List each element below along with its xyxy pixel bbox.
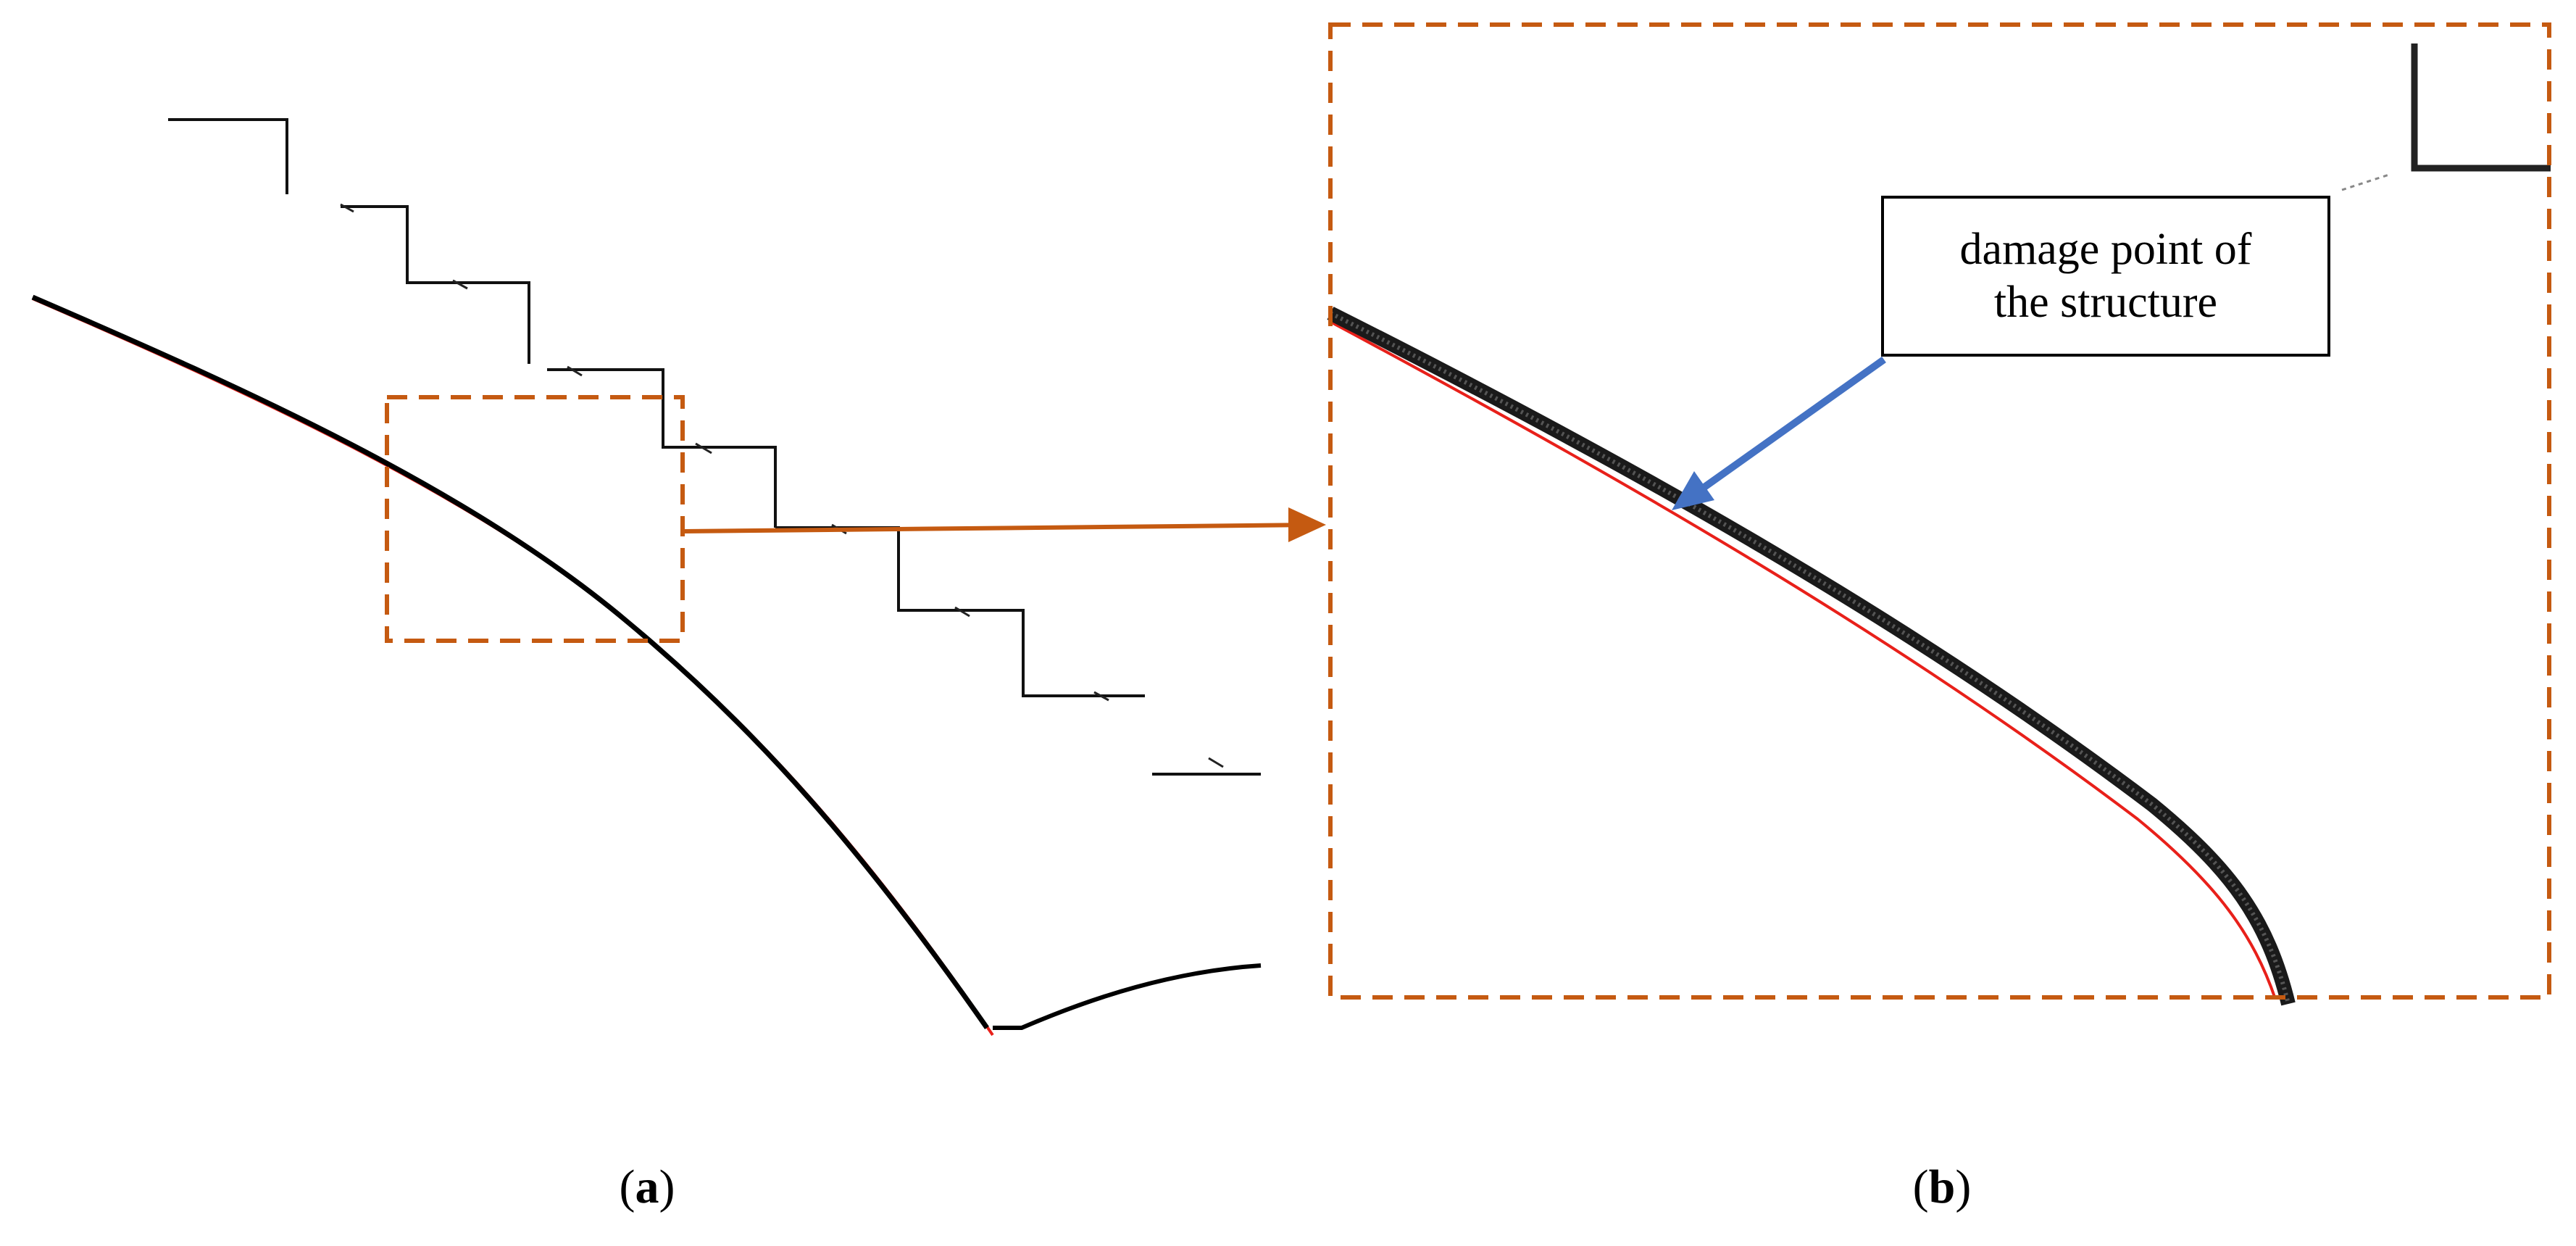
zoomed-view-frame [1328, 22, 2551, 1000]
callout-line-2: the structure [1993, 278, 2218, 327]
panel-label-b: (b) [1912, 1160, 1972, 1213]
second-arch-point-cloud [993, 963, 1262, 1030]
zoom-arrow [683, 523, 1320, 533]
staircase-tick-marks [340, 203, 1224, 768]
step-corner-noise [2341, 173, 2392, 191]
arch-point-cloud-b-texture [1329, 311, 2291, 1005]
damage-callout-box: damage point of the structure [1881, 196, 2330, 357]
callout-line-1: damage point of [1959, 224, 2252, 274]
fitted-curve-a [32, 297, 994, 1037]
zoom-region-box [385, 395, 685, 643]
panel-b [1327, 22, 2551, 1006]
zoom-arrow-head [1288, 507, 1326, 542]
panel-a [31, 118, 1326, 1037]
damage-pointer-arrow-head [1672, 471, 1714, 510]
fitted-curve-b [1331, 321, 2277, 1000]
panel-label-a: (a) [619, 1160, 675, 1213]
step-corner-point-cloud [2411, 43, 2551, 172]
staircase-point-cloud [168, 118, 1261, 776]
damage-pointer-arrow [1692, 356, 1886, 498]
arch-point-cloud-a [31, 294, 989, 1030]
